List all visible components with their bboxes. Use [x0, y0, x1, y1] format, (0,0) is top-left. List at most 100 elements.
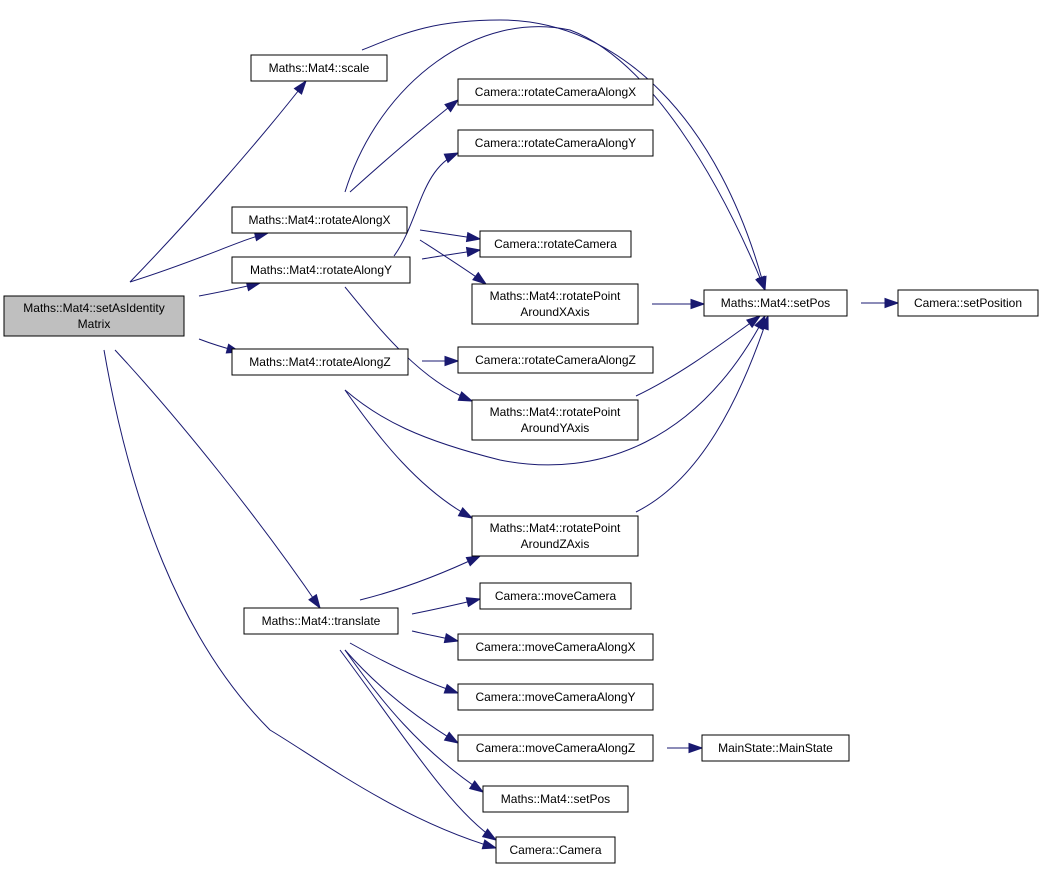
node-box [231, 256, 411, 284]
node-box [479, 230, 632, 258]
node-label: Maths::Mat4::setPos [501, 792, 610, 806]
arrowhead [444, 355, 460, 367]
nodes-layer: Maths::Mat4::setAsIdentityMatrixMaths::M… [3, 54, 1039, 864]
node-box [457, 633, 654, 661]
edge-setPos2-to-rotZ [344, 314, 766, 466]
node-label: Camera::rotateCamera [494, 237, 617, 251]
node-mainState[interactable]: MainState::MainState [701, 734, 850, 762]
edge-translate-to-setAsIdentity [114, 349, 321, 610]
node-label: Camera::moveCamera [495, 589, 617, 603]
arrowhead [443, 731, 460, 744]
node-scale[interactable]: Maths::Mat4::scale [250, 54, 388, 82]
node-label: Maths::Mat4::rotateAlongX [248, 213, 390, 227]
edge-setPos2-to-scale [361, 19, 767, 292]
edge-rpZ-to-rotZ [344, 389, 474, 519]
node-label: Maths::Mat4::setAsIdentity [23, 301, 164, 315]
arrowhead [308, 593, 321, 610]
edge-camRotZ-to-rotZ [422, 355, 460, 367]
arrowhead [481, 828, 498, 841]
arrowhead [293, 79, 307, 95]
node-camMove[interactable]: Camera::moveCamera [479, 582, 632, 610]
edge-setPos1-to-translate [344, 649, 485, 793]
edge-setPos2-to-rpY [635, 315, 762, 397]
edge-camMove-to-translate [411, 597, 482, 615]
node-label: Matrix [78, 317, 111, 331]
edge-rpY-to-rotY [344, 286, 474, 402]
node-label: Camera::moveCameraAlongZ [476, 741, 635, 755]
node-box [471, 399, 639, 441]
edge-camMoveX-to-translate [411, 630, 460, 644]
node-box [250, 54, 388, 82]
node-camMoveZ[interactable]: Camera::moveCameraAlongZ [457, 734, 654, 762]
edge-rpZ-to-translate [359, 555, 482, 601]
node-setPosition[interactable]: Camera::setPosition [897, 289, 1039, 317]
arrowhead [690, 298, 706, 310]
arrowhead [468, 780, 485, 793]
node-rotZ[interactable]: Maths::Mat4::rotateAlongZ [231, 348, 409, 376]
node-rotY[interactable]: Maths::Mat4::rotateAlongY [231, 256, 411, 284]
edge-camRot-to-rotX [419, 229, 482, 243]
node-label: Maths::Mat4::rotatePoint [490, 521, 621, 535]
node-label: AroundZAxis [521, 537, 590, 551]
node-box [231, 348, 409, 376]
node-label: Maths::Mat4::rotateAlongZ [249, 355, 390, 369]
edge-camMoveY-to-translate [349, 642, 460, 694]
node-camRotX[interactable]: Camera::rotateCameraAlongX [457, 78, 654, 106]
node-box [703, 289, 848, 317]
node-setPos1[interactable]: Maths::Mat4::setPos [482, 785, 629, 813]
arrowhead [465, 555, 482, 567]
node-camMoveX[interactable]: Camera::moveCameraAlongX [457, 633, 654, 661]
arrowhead [465, 246, 482, 258]
edge-camMoveZ-to-translate [344, 649, 460, 744]
node-rotX[interactable]: Maths::Mat4::rotateAlongX [231, 206, 408, 234]
arrowhead [688, 742, 704, 754]
node-label: Maths::Mat4::scale [269, 61, 370, 75]
edge-camRotY-to-rotY [393, 152, 460, 257]
node-label: Camera::rotateCameraAlongZ [475, 353, 636, 367]
node-label: Maths::Mat4::translate [262, 614, 381, 628]
arrowhead [443, 632, 460, 644]
node-label: Camera::Camera [509, 843, 601, 857]
arrowhead [457, 391, 474, 402]
node-label: Maths::Mat4::setPos [721, 296, 830, 310]
node-translate[interactable]: Maths::Mat4::translate [243, 607, 399, 635]
edge-setPosition-to-setPos2 [861, 297, 900, 309]
node-camRotY[interactable]: Camera::rotateCameraAlongY [457, 129, 654, 157]
node-label: Camera::moveCameraAlongY [475, 690, 635, 704]
node-box [457, 78, 654, 106]
edge-setPos2-to-rpX [651, 298, 706, 310]
node-label: MainState::MainState [718, 741, 833, 755]
node-camRotZ[interactable]: Camera::rotateCameraAlongZ [457, 346, 654, 374]
node-camCtor[interactable]: Camera::Camera [495, 836, 616, 864]
node-label: Maths::Mat4::rotatePoint [490, 289, 621, 303]
node-setPos2[interactable]: Maths::Mat4::setPos [703, 289, 848, 317]
arrowhead [472, 271, 488, 285]
edge-rpX-to-rotX [419, 239, 488, 285]
edge-camCtor-to-setAsIdentity [103, 349, 498, 850]
edge-camRot-to-rotY [421, 246, 482, 260]
node-label: AroundXAxis [520, 305, 589, 319]
node-label: Camera::setPosition [914, 296, 1022, 310]
node-box [701, 734, 850, 762]
node-box [479, 582, 632, 610]
node-box [243, 607, 399, 635]
node-label: Camera::rotateCameraAlongX [475, 85, 636, 99]
arrowhead [746, 315, 762, 329]
arrowhead [443, 683, 460, 694]
node-camMoveY[interactable]: Camera::moveCameraAlongY [457, 683, 654, 711]
edge-camCtor-to-translate [339, 649, 498, 841]
arrowhead [481, 839, 498, 850]
node-box [495, 836, 616, 864]
arrowhead [443, 152, 460, 164]
node-label: Maths::Mat4::rotatePoint [490, 405, 621, 419]
arrowhead [884, 297, 900, 309]
edge-setPos2-to-rpZ [635, 314, 769, 513]
edge-camRotX-to-rotX [349, 99, 460, 193]
node-camRot[interactable]: Camera::rotateCamera [479, 230, 632, 258]
node-box [457, 129, 654, 157]
node-box [471, 283, 639, 325]
